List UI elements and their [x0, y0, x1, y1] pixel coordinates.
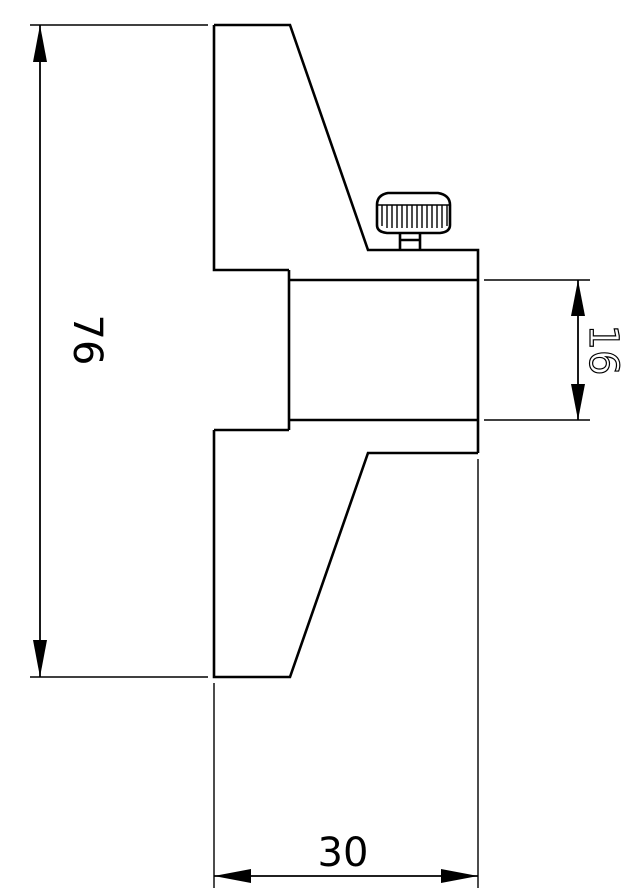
dimension-label-30: 30	[318, 830, 369, 876]
arrow-bore-top	[571, 280, 585, 316]
arrow-right	[441, 869, 478, 883]
screw-head	[375, 191, 452, 235]
thumb-screw	[375, 191, 452, 250]
dimension-overall-width: 30	[213, 459, 479, 888]
upper-wing-outline	[212, 23, 480, 453]
arrow-bottom	[33, 640, 47, 677]
dimension-label-76: 76	[64, 315, 110, 366]
dimension-label-16: 16	[580, 325, 626, 376]
knob-profile	[212, 23, 480, 679]
dimension-bore-diameter: 16	[484, 279, 627, 421]
dimension-overall-height: 76	[30, 24, 208, 678]
arrow-left	[214, 869, 251, 883]
lower-wing-outline	[212, 428, 478, 679]
screw-shank	[398, 233, 422, 250]
arrow-top	[33, 25, 47, 62]
screw-knurl	[381, 205, 448, 228]
hub-outline	[287, 270, 478, 430]
arrow-bore-bottom	[571, 384, 585, 420]
